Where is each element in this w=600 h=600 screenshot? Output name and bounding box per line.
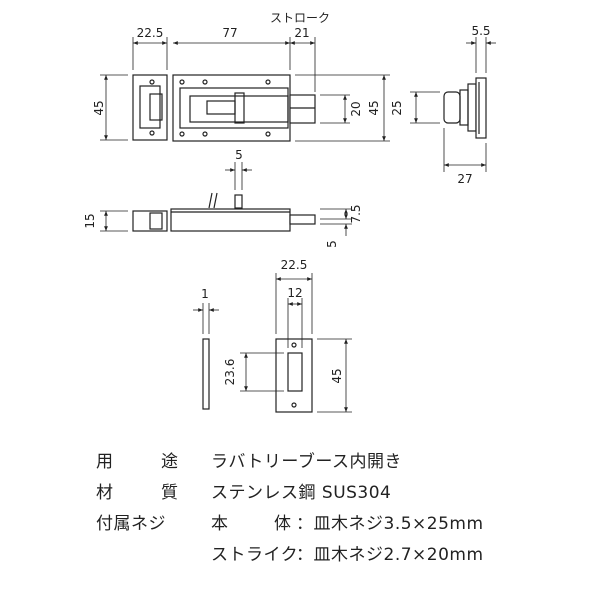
screw-body-label-1: 本	[211, 514, 229, 534]
front-width-left-label: 22.5	[137, 26, 164, 40]
top-view	[100, 162, 352, 236]
screw-strike-label: ストライク	[211, 545, 299, 565]
material-value: ステンレス鋼 SUS304	[211, 483, 392, 503]
usage-value: ラバトリーブース内開き	[211, 452, 402, 472]
front-height-left-label: 45	[92, 100, 106, 115]
side-depth-label: 27	[457, 172, 472, 186]
strike-thickness-label: 1	[201, 287, 209, 301]
front-height-right-label: 45	[367, 100, 381, 115]
usage-label-1: 用	[96, 452, 114, 472]
front-view	[100, 37, 390, 142]
screws-label: 付属ネジ	[96, 514, 166, 534]
top-bolt-offset-label: 7.5	[349, 204, 363, 223]
side-height-label: 25	[390, 100, 404, 115]
top-bolt-thick-label: 5	[325, 240, 339, 248]
strike-hole-width-label: 12	[287, 286, 302, 300]
strike-height-label: 45	[330, 368, 344, 383]
strike-hole-height-label: 23.6	[223, 359, 237, 386]
screw-body-label-2: 体	[274, 514, 292, 534]
top-knob-label: 5	[235, 148, 243, 162]
top-height-label: 15	[83, 213, 97, 228]
front-stroke-label: 21	[294, 26, 309, 40]
front-height-bolt-label: 20	[349, 101, 363, 116]
screw-body-value: ：皿木ネジ3.5×25mm	[296, 514, 484, 534]
material-label-2: 質	[161, 483, 179, 503]
front-width-body-label: 77	[222, 26, 237, 40]
strike-width-label: 22.5	[281, 258, 308, 272]
side-top-label: 5.5	[471, 24, 490, 38]
side-view	[410, 37, 496, 172]
stroke-label: ストローク	[270, 11, 330, 25]
screw-strike-value: ：皿木ネジ2.7×20mm	[296, 545, 484, 565]
material-label-1: 材	[96, 483, 114, 503]
strike-side-view	[193, 303, 219, 410]
usage-label-2: 途	[161, 452, 179, 472]
strike-front-view	[240, 273, 352, 413]
